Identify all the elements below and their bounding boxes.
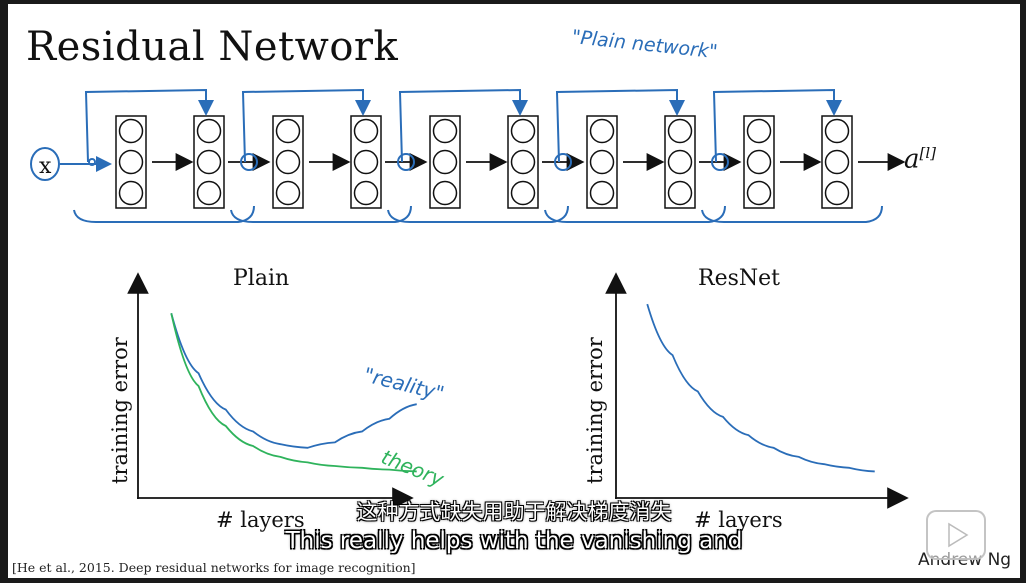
- neuron: [275, 118, 301, 144]
- layer-box: [743, 115, 775, 209]
- play-button[interactable]: [926, 510, 986, 560]
- input-circle: [30, 147, 60, 181]
- layer-box: [272, 115, 304, 209]
- neuron: [824, 118, 850, 144]
- skip-connection: [555, 88, 685, 163]
- layer-box: [821, 115, 853, 209]
- neuron: [510, 118, 536, 144]
- neuron: [353, 149, 379, 175]
- addition-node: [397, 153, 415, 171]
- plain-chart-title: Plain: [233, 266, 290, 291]
- slide: Residual Network "Plain network" x a[l] …: [8, 4, 1020, 578]
- neuron: [667, 180, 693, 206]
- addition-node: [554, 153, 572, 171]
- addition-node: [711, 153, 729, 171]
- neuron: [746, 149, 772, 175]
- resnet-x-axis-label: # layers: [694, 508, 783, 532]
- neuron: [667, 118, 693, 144]
- neuron: [589, 118, 615, 144]
- neuron: [510, 149, 536, 175]
- play-icon: [948, 522, 969, 548]
- neuron: [275, 180, 301, 206]
- slide-title: Residual Network: [26, 24, 399, 70]
- block-bracket: [73, 205, 255, 223]
- neuron: [824, 180, 850, 206]
- layer-box: [586, 115, 618, 209]
- neuron: [196, 180, 222, 206]
- training-error-charts: [127, 272, 909, 509]
- layer-box: [429, 115, 461, 209]
- neuron: [118, 180, 144, 206]
- neuron: [510, 180, 536, 206]
- neuron: [196, 149, 222, 175]
- skip-connection: [398, 88, 528, 163]
- layer-box: [115, 115, 147, 209]
- skip-connection: [84, 88, 214, 163]
- layer-box: [350, 115, 382, 209]
- subtitle-chinese: 这种方式缺失用助于解决梯度消失: [356, 500, 672, 524]
- neuron: [432, 118, 458, 144]
- neuron: [353, 180, 379, 206]
- neuron: [118, 149, 144, 175]
- neuron: [432, 180, 458, 206]
- series-line: [170, 313, 417, 449]
- neuron: [667, 149, 693, 175]
- addition-node: [88, 158, 96, 166]
- plain-x-axis-label: # layers: [216, 508, 305, 532]
- layer-box: [507, 115, 539, 209]
- neuron: [589, 149, 615, 175]
- skip-connection: [241, 88, 371, 163]
- series-line: [170, 313, 417, 473]
- neuron: [353, 118, 379, 144]
- neuron: [589, 180, 615, 206]
- neuron: [824, 149, 850, 175]
- subtitle-english: This really helps with the vanishing and: [285, 528, 743, 554]
- block-bracket: [544, 205, 726, 223]
- block-bracket: [230, 205, 412, 223]
- addition-node: [240, 153, 258, 171]
- neuron: [196, 118, 222, 144]
- neuron: [746, 118, 772, 144]
- neuron: [275, 149, 301, 175]
- output-activation-label: a[l]: [904, 144, 937, 175]
- skip-connection: [712, 88, 842, 163]
- layer-box: [193, 115, 225, 209]
- neuron: [118, 118, 144, 144]
- input-x-label: x: [39, 154, 52, 179]
- resnet-chart-title: ResNet: [698, 266, 780, 291]
- layer-box: [664, 115, 696, 209]
- neuron: [746, 180, 772, 206]
- residual-network-diagram: [30, 88, 906, 223]
- block-bracket: [701, 205, 883, 223]
- block-bracket: [387, 205, 569, 223]
- citation: [He et al., 2015. Deep residual networks…: [12, 560, 416, 575]
- neuron: [432, 149, 458, 175]
- series-line: [646, 303, 875, 473]
